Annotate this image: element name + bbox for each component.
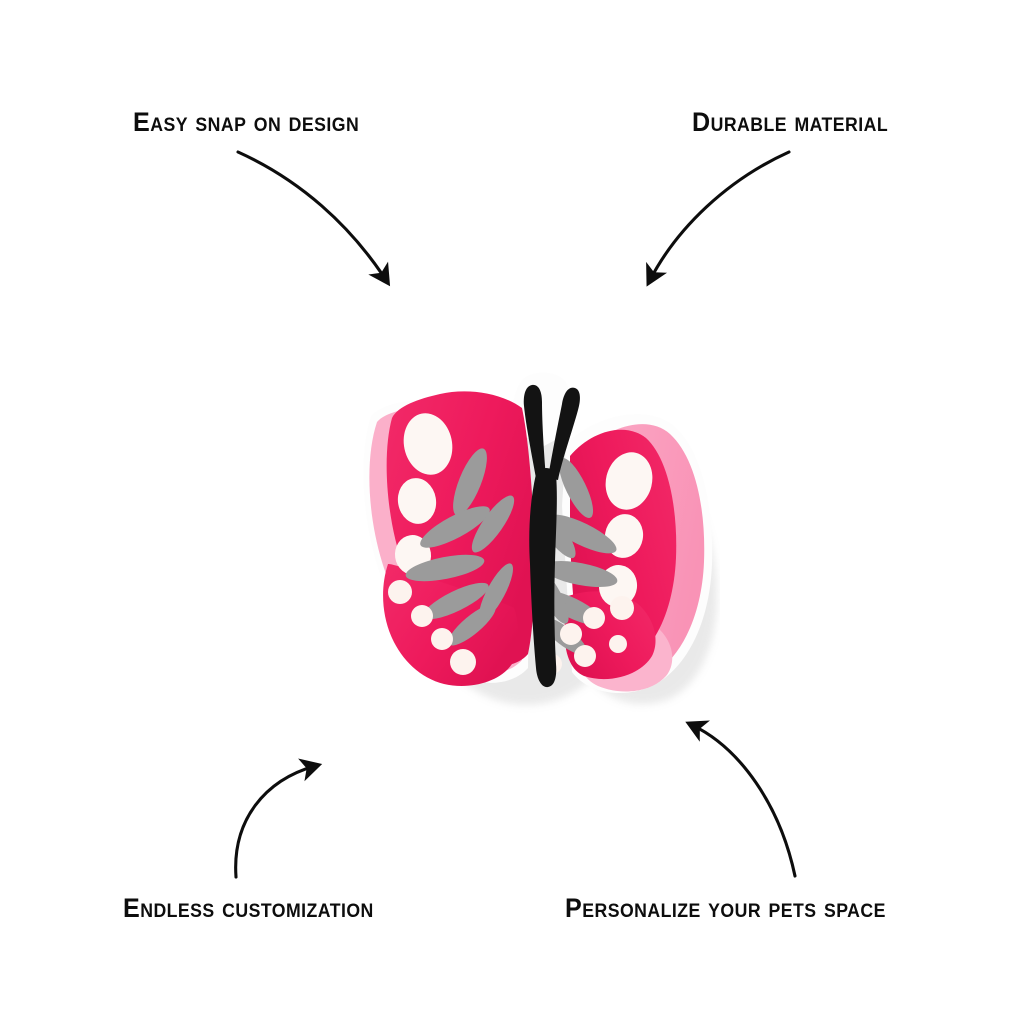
left-wing-white-dots [388, 580, 476, 675]
feature-label-endless-customization: Endless customization [123, 893, 374, 923]
left-wing-grey-details [405, 448, 515, 646]
butterfly-right-wing [532, 429, 677, 680]
butterfly-svg [363, 372, 718, 705]
feature-label-durable-material: Durable material [692, 107, 889, 137]
feature-label-easy-snap-on-design: Easy snap on design [133, 107, 360, 137]
product-image-butterfly-charm [330, 296, 720, 716]
arrow-easy-snap-on-design [236, 150, 391, 287]
arrow-endless-customization [234, 758, 323, 879]
feature-label-personalize-your-pets-space: Personalize your pets space [565, 893, 886, 923]
butterfly-left-wing [383, 391, 535, 686]
arrow-personalize-your-pets-space [685, 720, 797, 878]
right-wing-white-ovals [598, 452, 653, 607]
butterfly-body-black [523, 384, 580, 688]
arrow-durable-material [646, 150, 791, 287]
